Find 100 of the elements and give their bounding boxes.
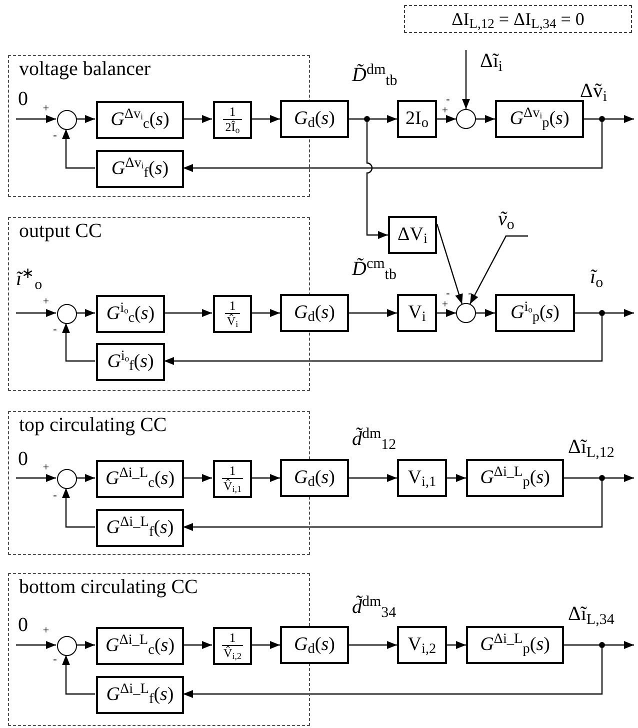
signal-arrow: [436, 224, 463, 304]
sign-label: -: [468, 288, 472, 300]
signal-label: Δĩ$_{i}$: [480, 50, 503, 72]
signal-arrow: [469, 235, 528, 304]
sign-label: +: [42, 462, 50, 474]
signal-arrow: [447, 474, 466, 482]
sign-label: -: [446, 288, 450, 300]
transfer-function-block: [96, 101, 184, 139]
block-label: G$_{d}$(s): [294, 300, 335, 328]
signal-arrow: [183, 474, 212, 482]
gain-block: [213, 295, 252, 333]
signal-arrow: [62, 655, 95, 695]
signal-arrow: [366, 119, 388, 239]
signal-arrow: [16, 474, 56, 482]
block-label: G$_{d}$(s): [294, 466, 335, 492]
signal-arrow: [251, 309, 280, 317]
sign-label: -: [53, 130, 57, 142]
fraction-numerator: 1: [228, 464, 237, 478]
gain-block: [213, 460, 252, 498]
sign-label: +: [42, 296, 50, 308]
signal-arrow: [564, 474, 634, 482]
signal-arrow: [251, 115, 280, 123]
group-heading: voltage balancer: [19, 57, 151, 81]
transfer-function-block: [388, 216, 437, 254]
signal-label: Δṽ$_{i}$: [580, 80, 608, 102]
signal-label: Δĩ$_{L,34}$: [568, 603, 614, 625]
fraction-denominator: V̂$_{i,1}$: [222, 478, 244, 494]
signal-arrow: [349, 309, 397, 317]
block-label: G$^{Δi_L}$$_{f}$(s): [106, 680, 174, 710]
signal-label: Δĩ$_{L,12}$: [568, 436, 614, 458]
signal-arrow: [437, 115, 456, 123]
signal-label: 0: [18, 448, 28, 470]
transfer-function-block: [280, 294, 349, 332]
block-label: G$^{iₒ}$$_{c}$(s): [106, 300, 155, 328]
block-label: G$^{Δi_L}$$_{c}$(s): [105, 632, 175, 660]
transfer-function-block: [280, 626, 349, 664]
transfer-function-block: [280, 459, 349, 497]
fraction-denominator: 2Î$_{o}$: [223, 119, 242, 135]
block-label: G$^{Δvᵢ}$$_{p}$(s): [510, 104, 570, 134]
block-label: G$^{iₒ}$$_{p}$(s): [510, 298, 560, 328]
signal-label: ĩ$_{o}$: [590, 266, 604, 288]
signal-arrow: [16, 115, 56, 123]
block-label: G$^{Δi_L}$$_{c}$(s): [105, 464, 175, 494]
sign-label: -: [53, 490, 57, 502]
signal-arrow: [183, 115, 212, 123]
signal-arrow: [349, 641, 397, 649]
signal-label: 0: [18, 614, 28, 636]
signal-arrow: [76, 641, 95, 649]
signal-arrow: [62, 129, 95, 169]
summing-junction: [57, 304, 77, 324]
signal-arrow: [564, 641, 634, 649]
signal-arrow: [183, 478, 603, 531]
transfer-function-block: [466, 626, 564, 664]
block-label: 2I$_{o}$: [406, 106, 428, 134]
summing-junction: [57, 469, 77, 489]
signal-arrow: [437, 309, 456, 317]
block-label: G$^{iₒ}$$_{f}$(s): [107, 348, 154, 376]
group-heading: top circulating CC: [19, 413, 167, 437]
sign-label: +: [442, 106, 448, 116]
fraction-denominator: V̂$_{i}$: [224, 313, 240, 329]
signal-arrow: [183, 645, 603, 698]
fraction-denominator: V̂$_{i,2}$: [222, 645, 244, 661]
signal-arrow: [16, 641, 56, 649]
transfer-function-block: [397, 100, 437, 138]
group-heading: bottom circulating CC: [19, 575, 198, 599]
gain-block: [213, 627, 252, 665]
transfer-function-block: [96, 343, 165, 381]
signal-arrow: [164, 313, 603, 365]
condition-text: ΔI$_{L,12}$ = ΔI$_{L,34}$ = 0: [452, 8, 584, 32]
sign-label: -: [53, 654, 57, 666]
block-label: G$^{Δi_L}$$_{p}$(s): [480, 630, 550, 660]
summing-junction: [456, 303, 476, 323]
fraction-numerator: 1: [228, 105, 237, 119]
transfer-function-block: [397, 294, 437, 332]
transfer-function-block: [96, 676, 184, 714]
block-label: G$_{d}$(s): [294, 632, 335, 660]
transfer-function-block: [495, 100, 584, 138]
block-label: G$^{Δvᵢ}$$_{c}$(s): [110, 106, 170, 134]
summing-junction: [456, 109, 476, 129]
block-label: G$^{Δvᵢ}$$_{f}$(s): [111, 154, 169, 184]
signal-arrow: [349, 474, 397, 482]
fraction-numerator: 1: [228, 299, 237, 313]
transfer-function-block: [280, 100, 349, 138]
transfer-function-block: [495, 294, 575, 332]
transfer-function-block: [96, 460, 184, 498]
signal-arrow: [164, 309, 212, 317]
signal-arrow: [76, 474, 95, 482]
signal-arrow: [183, 641, 212, 649]
signal-arrow: [462, 50, 470, 109]
signal-arrow: [76, 115, 95, 123]
block-label: V$_{i}$: [408, 300, 426, 328]
block-label: ΔV$_{i}$: [398, 222, 428, 250]
signal-arrow: [476, 115, 495, 123]
gain-block: [213, 101, 252, 139]
signal-arrow: [476, 309, 495, 317]
summing-junction: [57, 110, 77, 130]
transfer-function-block: [96, 295, 165, 333]
signal-arrow: [575, 309, 634, 317]
signal-arrow: [251, 474, 280, 482]
transfer-function-block: [466, 459, 564, 497]
